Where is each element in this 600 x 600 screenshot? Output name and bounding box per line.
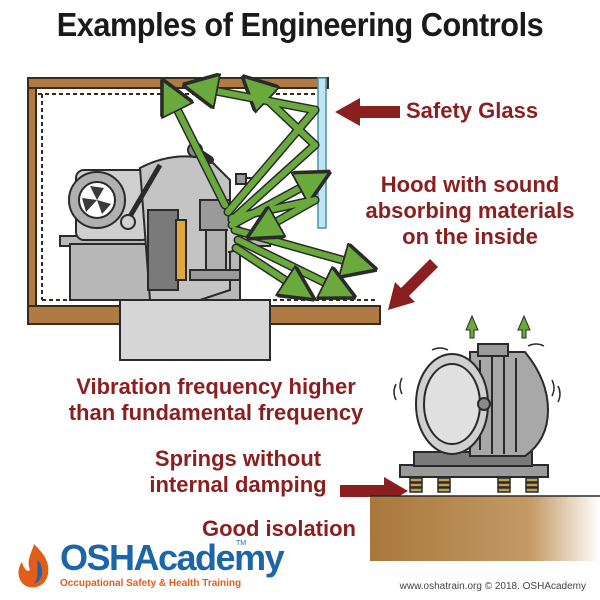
vibrating-motor (399, 343, 550, 478)
flame-icon (18, 544, 49, 588)
page-title: Examples of Engineering Controls (56, 6, 544, 43)
vibration-label-line-1: Vibration frequency higher (76, 374, 356, 399)
safety-glass-pane (317, 77, 327, 229)
logo-trademark: TM (236, 540, 247, 547)
isolation-label: Good isolation (202, 516, 356, 541)
oshacademy-logo: OSHAcademy TM Occupational Safety & Heal… (14, 538, 285, 596)
ground-block (370, 496, 600, 561)
vibration-motion-lines (393, 343, 561, 403)
springs-label-line-2: internal damping (149, 472, 327, 497)
vibration-label: Vibration frequency higher than fundamen… (56, 374, 376, 426)
hood-label-line-3: on the inside (402, 224, 538, 249)
spring-mounts (409, 477, 539, 493)
copyright-credit: www.oshatrain.org © 2018. OSHAcademy (399, 581, 586, 592)
vibration-label-line-2: than fundamental frequency (68, 400, 364, 425)
safety-glass-label: Safety Glass (406, 98, 539, 123)
logo-name: OSHAcademy (60, 537, 285, 578)
hood-label: Hood with sound absorbing materials on t… (350, 172, 590, 250)
press-machine (59, 142, 271, 361)
springs-label: Springs without internal damping (128, 446, 348, 498)
hood-label-line-1: Hood with sound (380, 172, 560, 197)
hood-label-line-2: absorbing materials (365, 198, 575, 223)
sound-wave-arrows (170, 88, 360, 290)
upward-vibration-arrows (465, 314, 531, 339)
logo-tagline: Occupational Safety & Health Training (60, 578, 242, 589)
hood-pointer-arrow (388, 259, 438, 310)
safety-glass-pointer-arrow (335, 98, 400, 126)
springs-label-line-1: Springs without (154, 446, 322, 471)
